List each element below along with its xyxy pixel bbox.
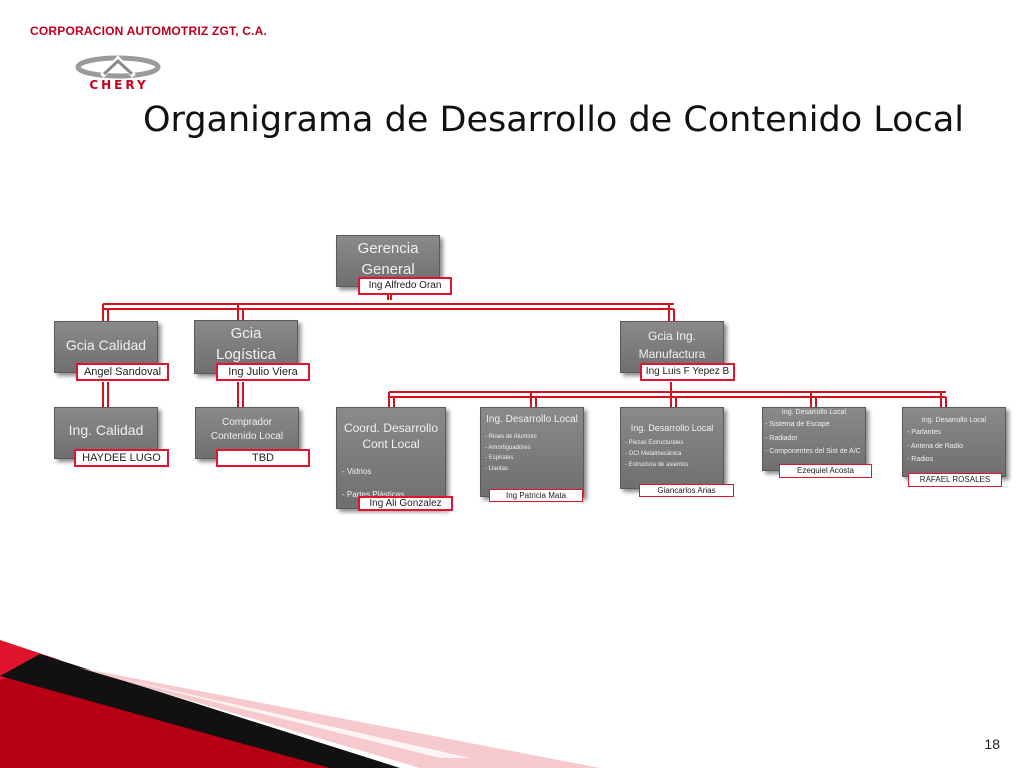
list-item: - Llantas (485, 465, 509, 472)
node-label: Gcia Logística (215, 325, 277, 363)
page-title: Organigrama de Desarrollo de Contenido L… (143, 100, 964, 140)
list-item: - Sistema de Escape (765, 421, 830, 428)
list-item: - Vidrios (342, 467, 372, 476)
person-tag: Ing Luis F Yepez B (640, 363, 735, 381)
person-tag: Ing Alfredo Oran (358, 277, 452, 295)
list-item: - Rines de Aluminio (485, 434, 537, 440)
list-item: - Componentes del Sist de A/C (765, 448, 861, 455)
node-label: Ing. Desarrollo Local (921, 417, 987, 424)
list-item: - Amortiguadores (485, 444, 531, 451)
node-coord-desarrollo: Coord. Desarrollo Cont Local - Vidrios -… (336, 407, 446, 509)
page-number: 18 (984, 736, 1000, 752)
component-list: - Sistema de Escape - Radiador - Compone… (765, 418, 863, 459)
list-item: - Radiador (765, 434, 798, 442)
list-item: - Espirales (485, 455, 514, 461)
component-list: - Parlantes - Antena de Radio - Radios (907, 426, 1001, 467)
node-label: Comprador Contenido Local (210, 417, 284, 442)
node-label: Coord. Desarrollo Cont Local (343, 421, 439, 451)
list-item: - Parlantes (907, 429, 941, 436)
decorative-corner-stripes (0, 640, 600, 768)
node-label: Ing. Calidad (68, 422, 144, 438)
person-tag: Giancarlos Arias (639, 484, 734, 497)
person-tag: TBD (216, 449, 310, 467)
node-ing-desarrollo-local-1: Ing. Desarrollo Local - Rines de Alumini… (480, 407, 584, 497)
logo-wordmark: CHERY (89, 78, 149, 92)
chery-logo (75, 55, 161, 79)
list-item: - OCI Metalmecánica (625, 451, 682, 457)
node-label: Ing. Desarrollo Local (630, 423, 714, 433)
list-item: - Piezas Estructurales (625, 440, 684, 446)
list-item: - Estructura de asientos (625, 462, 689, 468)
node-label: Gcia Ing. Manufactura (638, 329, 706, 361)
component-list: - Piezas Estructurales - OCI Metalmecáni… (625, 438, 719, 471)
person-tag: Ing Ali Gonzalez (358, 496, 453, 511)
component-list: - Rines de Aluminio - Amortiguadores - E… (485, 432, 579, 474)
person-tag: RAFAEL ROSALES (908, 473, 1002, 487)
node-label: Ing. Desarrollo Local (781, 409, 847, 416)
node-label: Gcia Calidad (65, 337, 147, 353)
node-ing-desarrollo-local-2: Ing. Desarrollo Local - Piezas Estructur… (620, 407, 724, 489)
node-label: Gerencia General (357, 240, 419, 278)
person-tag: Ezequiel Acosta (779, 464, 872, 478)
person-tag: Angel Sandoval (76, 363, 169, 381)
person-tag: Ing Patricia Mata (489, 489, 583, 502)
node-ing-desarrollo-local-4: Ing. Desarrollo Local - Parlantes - Ante… (902, 407, 1006, 477)
person-tag: HAYDEE LUGO (74, 449, 169, 467)
component-list: - Vidrios - Partes Plásticas (342, 466, 440, 500)
list-item: - Partes Plásticas (342, 490, 405, 499)
company-name: CORPORACION AUTOMOTRIZ ZGT, C.A. (30, 24, 268, 38)
node-label: Ing. Desarrollo Local (486, 414, 578, 425)
list-item: - Radios (907, 456, 934, 463)
list-item: - Antena de Radio (907, 442, 964, 450)
node-ing-desarrollo-local-3: Ing. Desarrollo Local - Sistema de Escap… (762, 407, 866, 471)
person-tag: Ing Julio Viera (216, 363, 310, 381)
